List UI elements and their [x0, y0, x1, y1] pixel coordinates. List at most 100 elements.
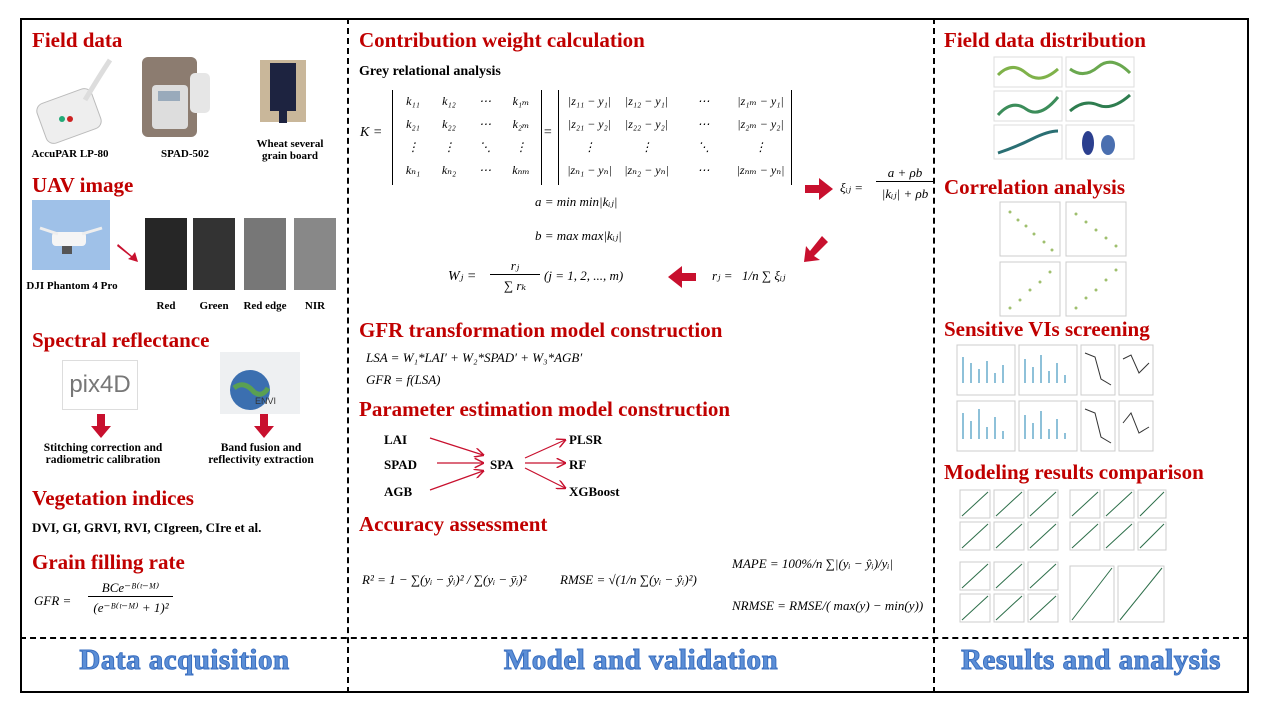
matrix-cell: ⋯ [697, 94, 710, 108]
z-matrix: |z₁₁ − y₁||z₁₂ − y₁|⋯|z₁ₘ − y₁||z₂₁ − y₂… [558, 90, 792, 185]
gfr-function-equation: GFR = f(LSA) [366, 372, 441, 387]
envi-logo-text: ENVI [255, 396, 277, 406]
device-photos [36, 57, 306, 144]
w-index-range: (j = 1, 2, ..., m) [544, 268, 624, 283]
matrix-cell: |z₂₂ − y₂| [624, 117, 669, 131]
divider-right [933, 18, 935, 693]
correlation-plots-image [999, 201, 1127, 317]
vegetation-indices-title: Vegetation indices [32, 486, 194, 510]
matrix-cell: k₂ₘ [512, 117, 530, 131]
envi-logo [220, 352, 300, 414]
input-lai: LAI [384, 432, 408, 447]
matrix-cell: ⋮ [515, 140, 527, 154]
accupar-device-image [36, 58, 113, 144]
matrix-cell: k₂₁ [406, 117, 420, 131]
r-rhs: 1/n ∑ ξᵢⱼ [742, 268, 786, 283]
spad-device-image [142, 57, 210, 137]
nrmse-equation: NRMSE = RMSE/( max(y) − min(y)) [732, 598, 924, 613]
footer-model-validation: Model and validation [503, 644, 779, 677]
matrix-cell: ⋯ [479, 163, 491, 177]
matrix-cell: |z₂₁ − y₂| [567, 117, 612, 131]
accupar-label: AccuPAR LP-80 [31, 148, 109, 160]
vis-screening-plots-image [956, 344, 1154, 452]
matrix-cell: ⋮ [754, 140, 767, 154]
vegetation-indices-list: DVI, GI, GRVI, RVI, CIgreen, CIre et al. [32, 520, 262, 535]
matrix-cell: k₂₂ [442, 117, 456, 131]
pix4d-logo: pix4D [62, 360, 138, 410]
mape-equation: MAPE = 100%/n ∑|(yᵢ − ŷᵢ)/yᵢ| [732, 556, 894, 571]
gfr-formula-denominator: (e⁻ᴮ⁽ᵗ⁻ᴹ⁾ + 1)² [93, 600, 169, 615]
divider-left [347, 18, 349, 693]
matrix-cell: ⋮ [640, 140, 653, 154]
uav-image-title: UAV image [32, 173, 134, 197]
red-edge-band-image [244, 218, 286, 290]
modeling-results-title: Modeling results comparison [944, 460, 1204, 484]
gfr-transformation-title: GFR transformation model construction [359, 318, 723, 342]
gfr-formula-lhs: GFR = [34, 593, 72, 608]
spa-flow-arrows [429, 437, 570, 491]
matrix-cell: ⋯ [697, 163, 710, 177]
matrix-cell: |z₂ₘ − y₂| [737, 117, 784, 131]
matrix-cell: ⋮ [407, 140, 419, 154]
accuracy-assessment-title: Accuracy assessment [359, 512, 548, 536]
modeling-results-plots-image [959, 489, 1167, 623]
sensitive-vis-screening-title: Sensitive VIs screening [944, 317, 1150, 341]
red-band-image [145, 218, 187, 290]
arrow-down-icon [91, 414, 111, 438]
matrix-cell: ⋱ [479, 140, 491, 154]
k-matrix-lhs: K = [360, 125, 383, 140]
band-label-green: Green [199, 300, 229, 312]
matrix-cell: |zₙ₁ − yₙ| [567, 163, 612, 177]
a-equation: a = min min|kᵢⱼ| [535, 194, 618, 209]
matrix-cell: ⋮ [583, 140, 596, 154]
arrow-right-icon [805, 178, 833, 200]
matrix-cell: ⋯ [697, 117, 710, 131]
model-plsr: PLSR [569, 432, 603, 447]
matrix-cell: k₁₁ [406, 94, 420, 108]
parameter-estimation-title: Parameter estimation model construction [359, 397, 731, 421]
matrix-cell: kₙ₂ [441, 163, 457, 177]
b-equation: b = max max|kᵢⱼ| [535, 228, 622, 243]
spectral-reflectance-title: Spectral reflectance [32, 328, 210, 352]
model-rf: RF [569, 457, 587, 472]
nir-band-image [294, 218, 336, 290]
equals-sign: = [543, 125, 553, 140]
arrow-down-icon [254, 414, 274, 438]
matrix-cell: ⋯ [479, 94, 491, 108]
matrix-cell: kₙₘ [512, 163, 530, 177]
band-label-nir: NIR [304, 300, 326, 312]
footer-results-analysis: Results and analysis [961, 644, 1221, 677]
w-lhs: Wⱼ = [448, 269, 477, 284]
grain-filling-rate-title: Grain filling rate [32, 550, 185, 574]
band-label-red: Red [156, 300, 176, 312]
grey-relational-analysis-label: Grey relational analysis [359, 64, 501, 79]
distribution-plots-image [993, 56, 1135, 160]
input-spad: SPAD [384, 457, 417, 472]
correlation-analysis-title: Correlation analysis [944, 175, 1126, 199]
input-agb: AGB [384, 484, 413, 499]
xi-lhs: ξᵢⱼ = [840, 180, 864, 195]
band-label-red-edge: Red edge [243, 300, 287, 312]
r-lhs: rⱼ = [712, 268, 733, 283]
matrix-cell: ⋯ [479, 117, 491, 131]
grain-board-label: Wheat several grain board [256, 138, 324, 162]
arrow-right-down-icon [117, 244, 138, 262]
field-data-title: Field data [32, 28, 123, 52]
rmse-equation: RMSE = √(1/n ∑(yᵢ − ŷᵢ)²) [560, 572, 697, 587]
drone-image [32, 200, 110, 270]
stitching-correction-label: Stitching correction and radiometric cal… [43, 442, 163, 466]
r2-equation: R² = 1 − ∑(yᵢ − ŷᵢ)² / ∑(yᵢ − ȳᵢ)² [362, 572, 527, 587]
lsa-equation: LSA = W₁*LAI′ + W₂*SPAD′ + W₃*AGB′ [366, 350, 583, 365]
gfr-formula-numerator: BCe⁻ᴮ⁽ᵗ⁻ᴹ⁾ [88, 580, 173, 597]
arrow-down-left-icon [804, 236, 828, 262]
contribution-weight-title: Contribution weight calculation [359, 28, 645, 52]
matrix-cell: k₁ₘ [512, 94, 530, 108]
matrix-cell: |z₁₁ − y₁| [567, 94, 612, 108]
matrix-cell: ⋮ [443, 140, 455, 154]
matrix-cell: kₙ₁ [405, 163, 421, 177]
arrow-left-icon [668, 266, 696, 288]
drone-label: DJI Phantom 4 Pro [26, 280, 118, 292]
green-band-image [193, 218, 235, 290]
matrix-cell: |zₙₘ − yₙ| [736, 163, 785, 177]
